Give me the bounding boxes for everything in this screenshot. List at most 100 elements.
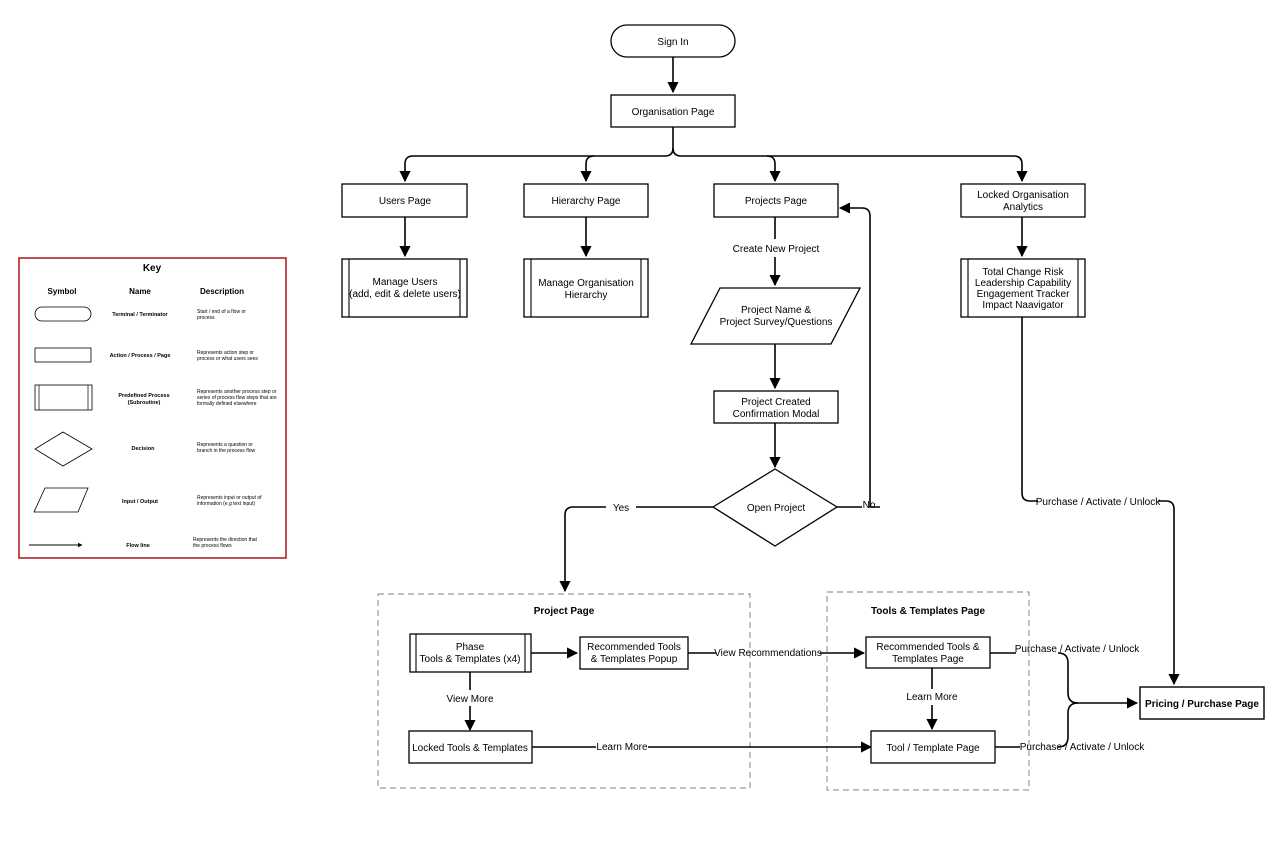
key-row2-name: Action / Process / Page bbox=[110, 353, 171, 359]
node-recommended-popup: Recommended Tools & Templates Popup bbox=[579, 636, 689, 670]
key-row6-name: Flow line bbox=[126, 543, 150, 549]
node-analytics-line3: Engagement Tracker bbox=[977, 289, 1070, 300]
node-organisation-page: Organisation Page bbox=[610, 94, 736, 128]
edge-org-users bbox=[399, 147, 674, 183]
key-row2-desc2: process or what users sees bbox=[197, 356, 258, 362]
project-page-group: Project Page bbox=[377, 593, 751, 789]
node-tool-template-page: Tool / Template Page bbox=[870, 730, 996, 764]
node-phase-tools-line1: Phase bbox=[456, 642, 485, 653]
node-organisation-page-label: Organisation Page bbox=[632, 107, 715, 118]
node-locked-analytics: Locked Organisation Analytics bbox=[960, 183, 1086, 218]
edge-org-projects bbox=[672, 147, 781, 183]
edge-org-analytics bbox=[767, 155, 1028, 183]
key-row3-desc3: formally defined elsewhere bbox=[197, 401, 257, 407]
key-row4-desc1: Represents a question or bbox=[197, 442, 253, 448]
node-analytics-line2: Leadership Capability bbox=[975, 278, 1071, 289]
node-projects-page: Projects Page bbox=[713, 183, 839, 218]
key-row6-desc2: the process flows bbox=[193, 543, 232, 549]
label-learn-more-right: Learn More bbox=[906, 692, 958, 703]
label-purchase-analytics: Purchase / Activate / Unlock bbox=[1036, 497, 1162, 508]
node-project-created-line1: Project Created bbox=[741, 397, 810, 408]
key-predefined-symbol bbox=[34, 384, 93, 411]
node-tool-template-page-label: Tool / Template Page bbox=[886, 743, 980, 754]
tools-templates-group: Tools & Templates Page bbox=[826, 591, 1030, 791]
node-open-project-decision: Open Project bbox=[711, 468, 839, 547]
key-row1-name: Terminal / Terminator bbox=[112, 312, 168, 318]
node-recommended-page-line2: Templates Page bbox=[892, 654, 964, 665]
node-hierarchy-page: Hierarchy Page bbox=[523, 183, 649, 218]
label-view-recommendations: View Recommendations bbox=[714, 648, 822, 659]
node-project-name-input: Project Name & Project Survey/Questions bbox=[689, 287, 862, 345]
node-analytics-list: Total Change Risk Leadership Capability … bbox=[960, 258, 1086, 318]
node-project-created: Project Created Confirmation Modal bbox=[713, 390, 839, 424]
label-purchase-tool: Purchase / Activate / Unlock bbox=[1020, 742, 1146, 753]
node-locked-tools: Locked Tools & Templates bbox=[408, 730, 533, 764]
node-analytics-line1: Total Change Risk bbox=[982, 267, 1064, 278]
key-header-description: Description bbox=[200, 287, 244, 296]
node-project-name-line2: Project Survey/Questions bbox=[720, 317, 833, 328]
edge-recommended-merge bbox=[1057, 652, 1139, 709]
node-recommended-popup-line2: & Templates Popup bbox=[591, 654, 678, 665]
node-manage-users-line1: Manage Users bbox=[372, 277, 437, 288]
node-users-page: Users Page bbox=[341, 183, 468, 218]
node-open-project-label: Open Project bbox=[747, 503, 806, 514]
key-header-symbol: Symbol bbox=[48, 287, 77, 296]
label-learn-more-bottom: Learn More bbox=[596, 742, 648, 753]
node-locked-analytics-line1: Locked Organisation bbox=[977, 190, 1069, 201]
key-row4-desc2: branch in the process flow bbox=[197, 448, 255, 454]
key-decision-symbol bbox=[34, 431, 93, 467]
node-recommended-page: Recommended Tools & Templates Page bbox=[865, 636, 991, 669]
node-pricing-page: Pricing / Purchase Page bbox=[1139, 686, 1265, 720]
node-project-name-line1: Project Name & bbox=[741, 305, 811, 316]
key-row3-desc1: Represents another process step or bbox=[197, 389, 277, 395]
key-action-symbol bbox=[34, 347, 92, 363]
key-input-output-symbol bbox=[33, 487, 89, 513]
tools-templates-group-title: Tools & Templates Page bbox=[871, 606, 986, 617]
edge-analytics-purchase bbox=[1021, 317, 1038, 502]
key-row2-desc1: Represents action step or bbox=[197, 350, 254, 356]
node-phase-tools-line2: Tools & Templates (x4) bbox=[420, 654, 521, 665]
key-row3-name2: (Subroutine) bbox=[128, 400, 161, 406]
edge-tool-merge bbox=[1057, 702, 1079, 748]
node-locked-analytics-line2: Analytics bbox=[1003, 202, 1043, 213]
label-yes: Yes bbox=[613, 503, 629, 514]
node-analytics-line4: Impact Naavigator bbox=[982, 300, 1064, 311]
key-title: Key bbox=[143, 263, 162, 274]
node-locked-tools-label: Locked Tools & Templates bbox=[412, 743, 528, 754]
node-hierarchy-page-label: Hierarchy Page bbox=[552, 196, 621, 207]
key-legend: Key Symbol Name Description Terminal / T… bbox=[18, 257, 287, 559]
node-projects-page-label: Projects Page bbox=[745, 196, 808, 207]
key-row4-name: Decision bbox=[132, 446, 156, 452]
edge-no-loop bbox=[838, 202, 880, 508]
node-users-page-label: Users Page bbox=[379, 196, 432, 207]
node-manage-hierarchy-line2: Hierarchy bbox=[565, 290, 608, 301]
edge-analytics-purchase-b bbox=[1158, 500, 1180, 686]
key-row5-desc1: Represents input or output of bbox=[197, 495, 262, 501]
node-recommended-popup-line1: Recommended Tools bbox=[587, 642, 681, 653]
key-row5-name: Input / Output bbox=[122, 499, 158, 505]
node-manage-hierarchy: Manage Organisation Hierarchy bbox=[523, 258, 649, 318]
node-project-created-line2: Confirmation Modal bbox=[733, 409, 820, 420]
key-row3-desc2: series of process flow steps that are bbox=[197, 395, 277, 401]
edge-yes-down bbox=[559, 506, 606, 593]
key-terminal-symbol bbox=[34, 306, 92, 322]
node-pricing-page-label: Pricing / Purchase Page bbox=[1145, 699, 1259, 710]
key-header-name: Name bbox=[129, 287, 151, 296]
node-manage-hierarchy-line1: Manage Organisation bbox=[538, 278, 634, 289]
node-manage-users: Manage Users (add, edit & delete users) bbox=[341, 258, 468, 318]
label-purchase-recommended: Purchase / Activate / Unlock bbox=[1015, 644, 1141, 655]
node-recommended-page-line1: Recommended Tools & bbox=[876, 642, 980, 653]
key-row5-desc2: information (e.g text input) bbox=[197, 501, 255, 507]
key-row1-desc1: Start / end of a flow or bbox=[197, 309, 246, 315]
node-sign-in-label: Sign In bbox=[657, 37, 688, 48]
node-sign-in: Sign In bbox=[610, 24, 736, 58]
edges bbox=[399, 57, 1180, 753]
key-row3-name1: Predefined Process bbox=[118, 393, 169, 399]
label-no: No bbox=[863, 500, 876, 511]
key-row6-desc1: Represents the direction that bbox=[193, 537, 258, 543]
label-create-new-project: Create New Project bbox=[733, 244, 820, 255]
key-row1-desc2: process bbox=[197, 315, 215, 321]
edge-org-hierarchy bbox=[580, 155, 595, 183]
label-view-more: View More bbox=[446, 694, 493, 705]
